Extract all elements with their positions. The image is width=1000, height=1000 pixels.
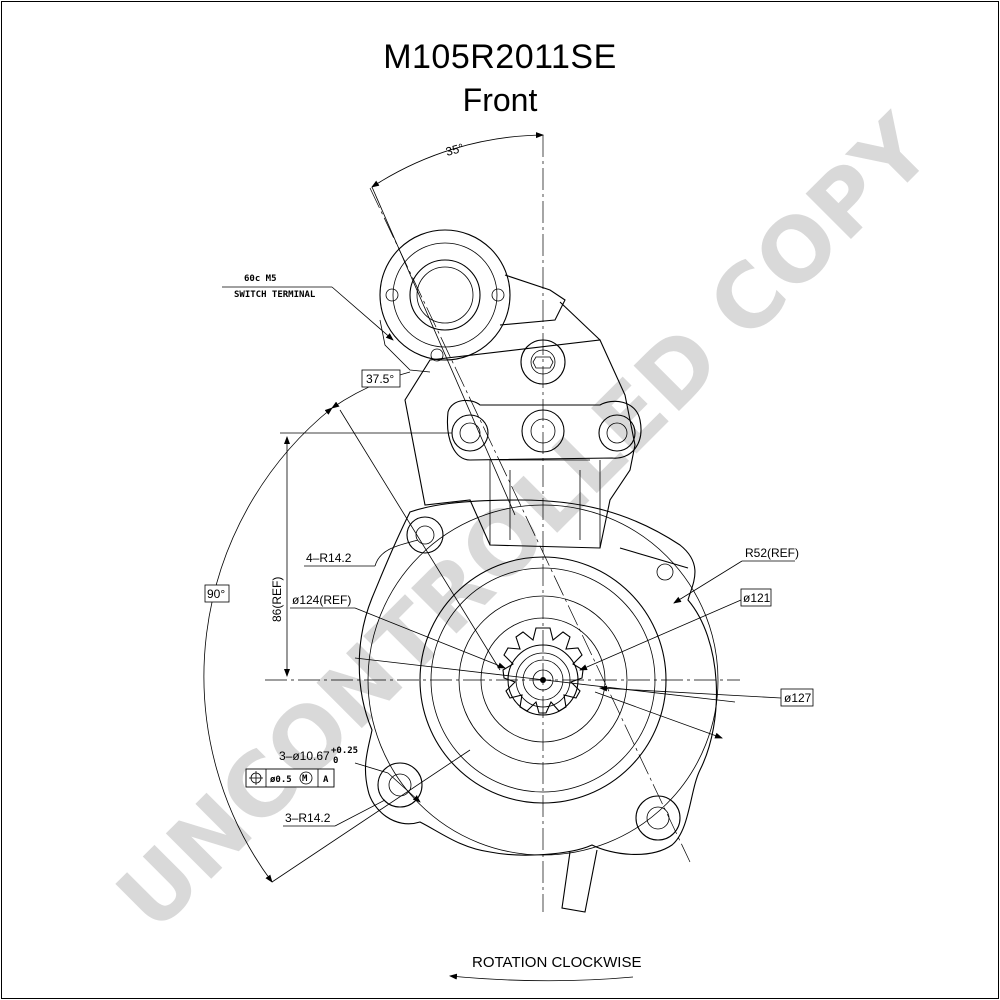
gdt-tolerance: ø0.5 [270, 775, 292, 785]
watermark-text: UNCONTROLLED COPY [97, 95, 952, 950]
dim-35-deg: 35° [371, 132, 544, 516]
dim-hole-label: 3–ø10.67 [279, 749, 330, 763]
rotation-indicator: ROTATION CLOCKWISE [449, 954, 641, 982]
dim-127-label: ø127 [784, 691, 812, 705]
dim-hole-tol-lower: 0 [333, 756, 338, 766]
dim-124-label: ø124(REF) [292, 593, 351, 607]
dim-3r14-label: 3–R14.2 [285, 811, 331, 825]
centerlines [265, 135, 740, 912]
gdt-datum: A [323, 775, 329, 785]
dim-86-ref: 86(REF) [270, 432, 452, 677]
gdt-modifier: M [302, 774, 308, 784]
dim-90-label: 90° [207, 587, 225, 601]
part-number-title: M105R2011SE [383, 38, 617, 76]
dim-121-label: ø121 [743, 591, 771, 605]
dim-86-label: 86(REF) [270, 577, 284, 622]
callouts: 4–R14.2 ø124(REF) R52(REF) ø121 ø127 3–ø… [222, 274, 814, 827]
solenoid [379, 229, 642, 913]
dim-90-deg: 90° [203, 407, 471, 883]
view-title: Front [462, 82, 538, 118]
dim-4r14-label: 4–R14.2 [306, 551, 352, 565]
dim-r52-label: R52(REF) [745, 546, 799, 560]
dim-37-deg: 37.5° [331, 369, 501, 671]
rotation-label: ROTATION CLOCKWISE [472, 954, 641, 971]
switch-terminal-size: 60c M5 [244, 274, 277, 284]
pinion-gear [502, 627, 584, 714]
dim-hole-tol-upper: +0.25 [331, 746, 358, 756]
motor-housing [358, 499, 719, 856]
dim-35-label: 35° [444, 141, 465, 159]
switch-terminal-label: SWITCH TERMINAL [234, 290, 316, 300]
mounting-holes [377, 516, 689, 841]
dim-37-label: 37.5° [366, 372, 394, 386]
